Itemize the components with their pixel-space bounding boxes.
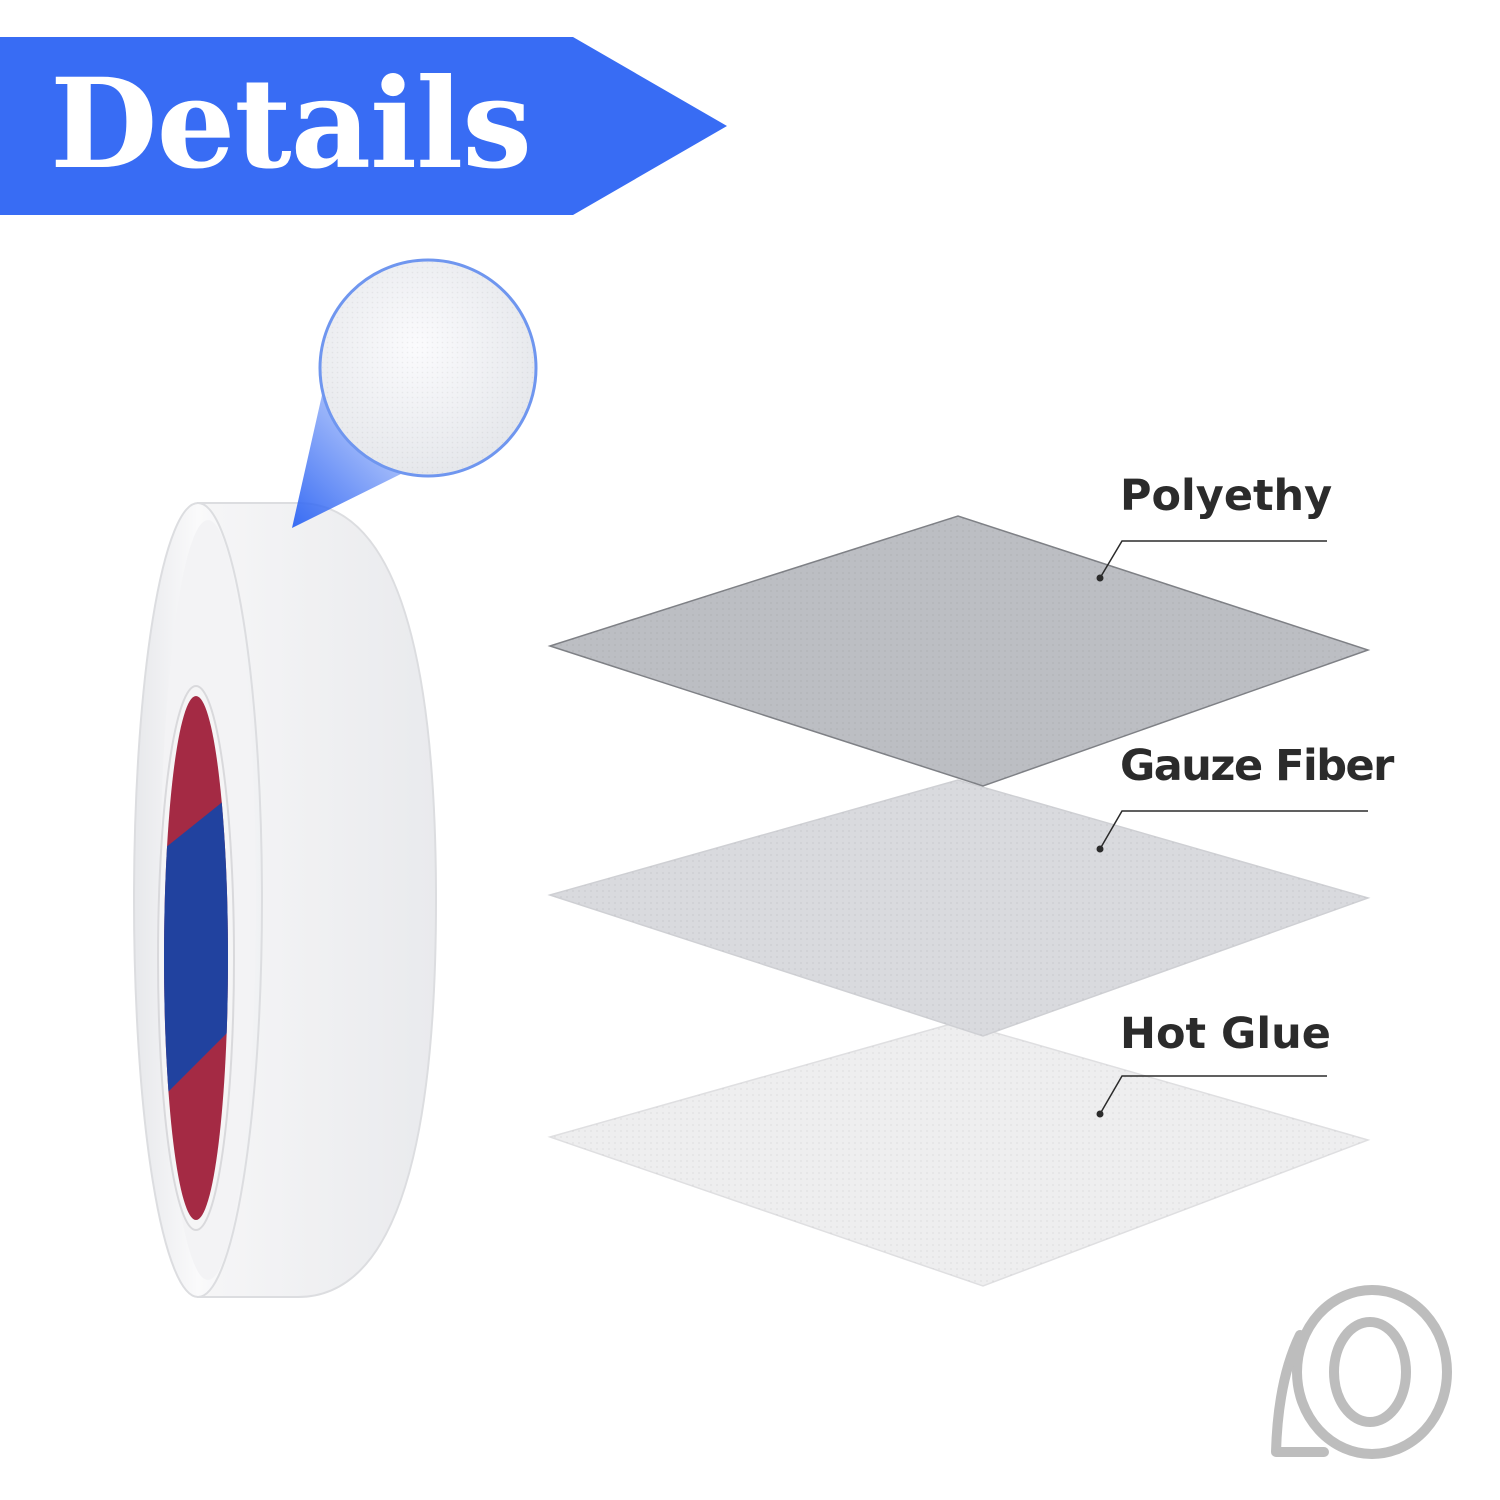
hot-glue-leader-dot xyxy=(1096,1110,1104,1118)
polyethy-label: Polyethy xyxy=(1120,471,1333,521)
gauze-fiber-label: Gauze Fiber xyxy=(1120,741,1394,791)
tape-core xyxy=(164,696,228,1220)
hot-glue-leader xyxy=(1099,1075,1327,1115)
polyethy-leader-dot xyxy=(1096,574,1104,582)
layer-sheets xyxy=(547,515,1371,1287)
details-banner xyxy=(0,37,727,215)
tape-roll-side xyxy=(197,502,438,1298)
banner-title: Details xyxy=(50,52,532,197)
gauze-fiber-leader-dot xyxy=(1096,845,1104,853)
zoom-beam xyxy=(292,395,425,528)
banner-arrow-shape xyxy=(0,37,727,215)
polyethy-leader xyxy=(1099,540,1327,579)
tape-roll xyxy=(133,502,438,1298)
hot-glue-label: Hot Glue xyxy=(1120,1009,1331,1059)
tape-roll-outline-icon xyxy=(1271,1285,1452,1459)
gauze-fiber-leader xyxy=(1099,810,1368,850)
leader-lines xyxy=(1099,540,1368,1115)
